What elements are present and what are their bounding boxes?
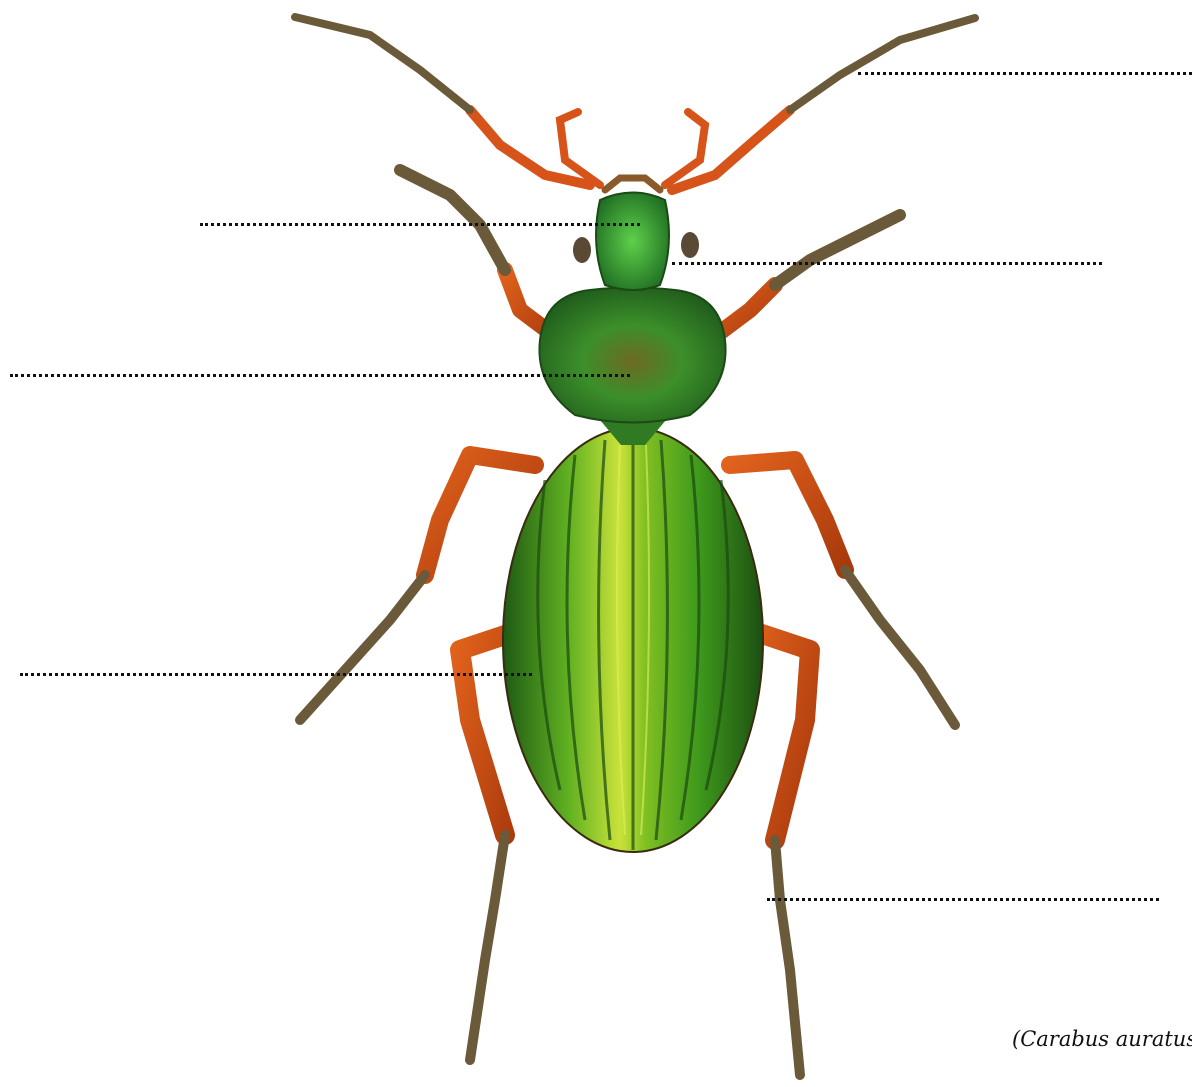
- right-antenna-tip: [790, 18, 975, 110]
- antennae: [295, 17, 975, 190]
- right-palp: [665, 112, 705, 185]
- right-eye: [681, 232, 699, 258]
- head-label-line[interactable]: [200, 223, 640, 226]
- right-front-tarsus: [775, 215, 900, 285]
- eye-label-line[interactable]: [672, 262, 1102, 265]
- left-eye: [573, 237, 591, 263]
- mandibles: [605, 178, 660, 190]
- left-middle-tarsus: [300, 575, 425, 720]
- left-palp: [560, 112, 600, 185]
- left-antenna-base: [470, 110, 590, 185]
- right-antenna-base: [672, 110, 790, 190]
- right-hind-tarsus: [775, 840, 800, 1075]
- elytra: [503, 428, 763, 852]
- left-antenna-tip: [295, 17, 470, 110]
- right-middle-tarsus: [845, 570, 955, 725]
- pronotum: [539, 288, 725, 423]
- left-hind-tarsus: [470, 835, 505, 1060]
- leg-label-line[interactable]: [767, 898, 1159, 901]
- antenna-label-line[interactable]: [858, 72, 1192, 75]
- left-front-tarsus: [400, 170, 505, 270]
- species-caption: (Carabus auratus): [1012, 1027, 1192, 1051]
- elytra-label-line[interactable]: [20, 673, 532, 676]
- pronotum-label-line[interactable]: [10, 374, 630, 377]
- head: [596, 193, 669, 291]
